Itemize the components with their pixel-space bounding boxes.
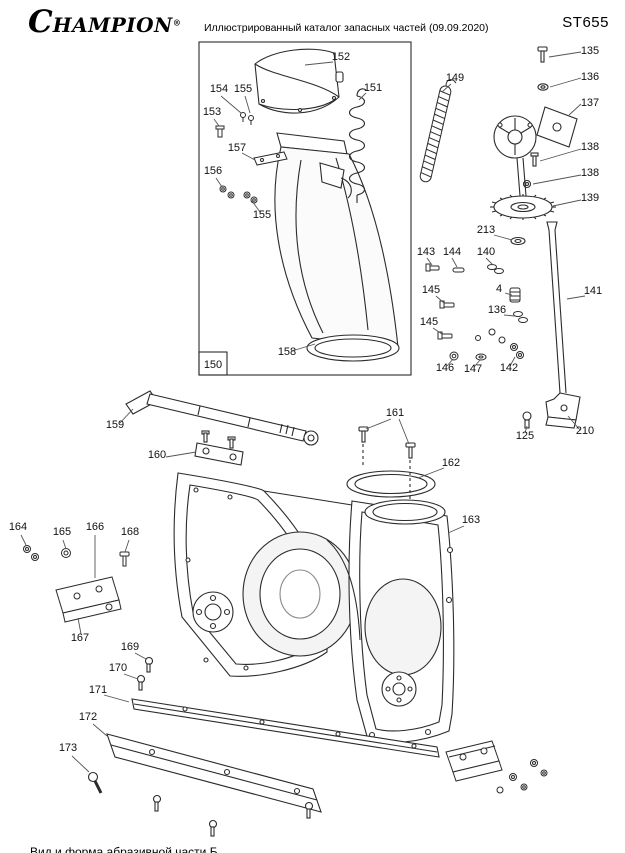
callout-155b: 155 <box>253 209 271 221</box>
callout-168: 168 <box>121 526 139 538</box>
callout-136c: 136 <box>488 304 506 316</box>
inset-box <box>198 41 412 376</box>
callout-173: 173 <box>59 742 77 754</box>
callout-160: 160 <box>148 449 166 461</box>
callout-labels: 135 136 137 138 138 139 213 143 144 140 … <box>9 45 602 754</box>
callout-139: 139 <box>581 192 599 204</box>
callout-156: 156 <box>204 165 222 177</box>
callout-138b: 138 <box>581 167 599 179</box>
logo-rest: HAMPION <box>52 13 173 37</box>
callout-136: 136 <box>581 71 599 83</box>
fastener-cluster <box>425 263 528 361</box>
callout-159: 159 <box>106 419 124 431</box>
callout-149: 149 <box>446 72 464 84</box>
callout-172: 172 <box>79 711 97 723</box>
callout-143: 143 <box>417 246 435 258</box>
callout-157: 157 <box>228 142 246 154</box>
callout-142: 142 <box>500 362 518 374</box>
callout-125: 125 <box>516 430 534 442</box>
callout-167: 167 <box>71 632 89 644</box>
callout-135: 135 <box>581 45 599 57</box>
scraper-bar-assembly <box>87 656 440 837</box>
callout-152: 152 <box>332 51 350 63</box>
champion-logo: CHAMPION® <box>28 4 181 40</box>
ring-and-bolts <box>346 426 436 502</box>
callout-171: 171 <box>89 684 107 696</box>
callout-151: 151 <box>364 82 382 94</box>
crank-rod-assembly <box>522 221 581 429</box>
auger-housing <box>173 472 455 744</box>
callout-137: 137 <box>581 97 599 109</box>
callout-163: 163 <box>462 514 480 526</box>
catalog-title: Иллюстрированный каталог запасных частей… <box>204 22 489 34</box>
chute-part <box>274 132 400 362</box>
auger-shaft-assembly <box>125 390 319 466</box>
callout-165: 165 <box>53 526 71 538</box>
callout-141: 141 <box>584 285 602 297</box>
skid-shoe-left <box>23 545 130 623</box>
logo-initial: C <box>28 4 53 40</box>
leader-lines <box>20 51 586 773</box>
callout-210: 210 <box>576 425 594 437</box>
callout-140: 140 <box>477 246 495 258</box>
callout-170: 170 <box>109 662 127 674</box>
callout-161: 161 <box>386 407 404 419</box>
callout-158: 158 <box>278 346 296 358</box>
callout-213: 213 <box>477 224 495 236</box>
callout-4: 4 <box>496 283 502 295</box>
callout-145b: 145 <box>420 316 438 328</box>
callout-147: 147 <box>464 363 482 375</box>
crank-gear-assembly <box>490 46 578 246</box>
callout-153: 153 <box>203 106 221 118</box>
registered-mark: ® <box>172 17 181 28</box>
callout-146: 146 <box>436 362 454 374</box>
callout-164: 164 <box>9 521 27 533</box>
callout-138a: 138 <box>581 141 599 153</box>
footer-note: Вид и форма абразивной части Б <box>30 845 218 853</box>
callout-166: 166 <box>86 521 104 533</box>
callout-145a: 145 <box>422 284 440 296</box>
tension-spring-part <box>419 79 457 183</box>
callout-155a: 155 <box>234 83 252 95</box>
skid-shoe-right <box>445 740 548 794</box>
chute-spring-part <box>348 88 367 203</box>
callout-162: 162 <box>442 457 460 469</box>
deflector-part <box>254 48 344 114</box>
inset-label-150: 150 <box>204 359 222 371</box>
model-number: ST655 <box>562 14 609 31</box>
callout-169: 169 <box>121 641 139 653</box>
callout-144: 144 <box>443 246 461 258</box>
callout-154: 154 <box>210 83 228 95</box>
